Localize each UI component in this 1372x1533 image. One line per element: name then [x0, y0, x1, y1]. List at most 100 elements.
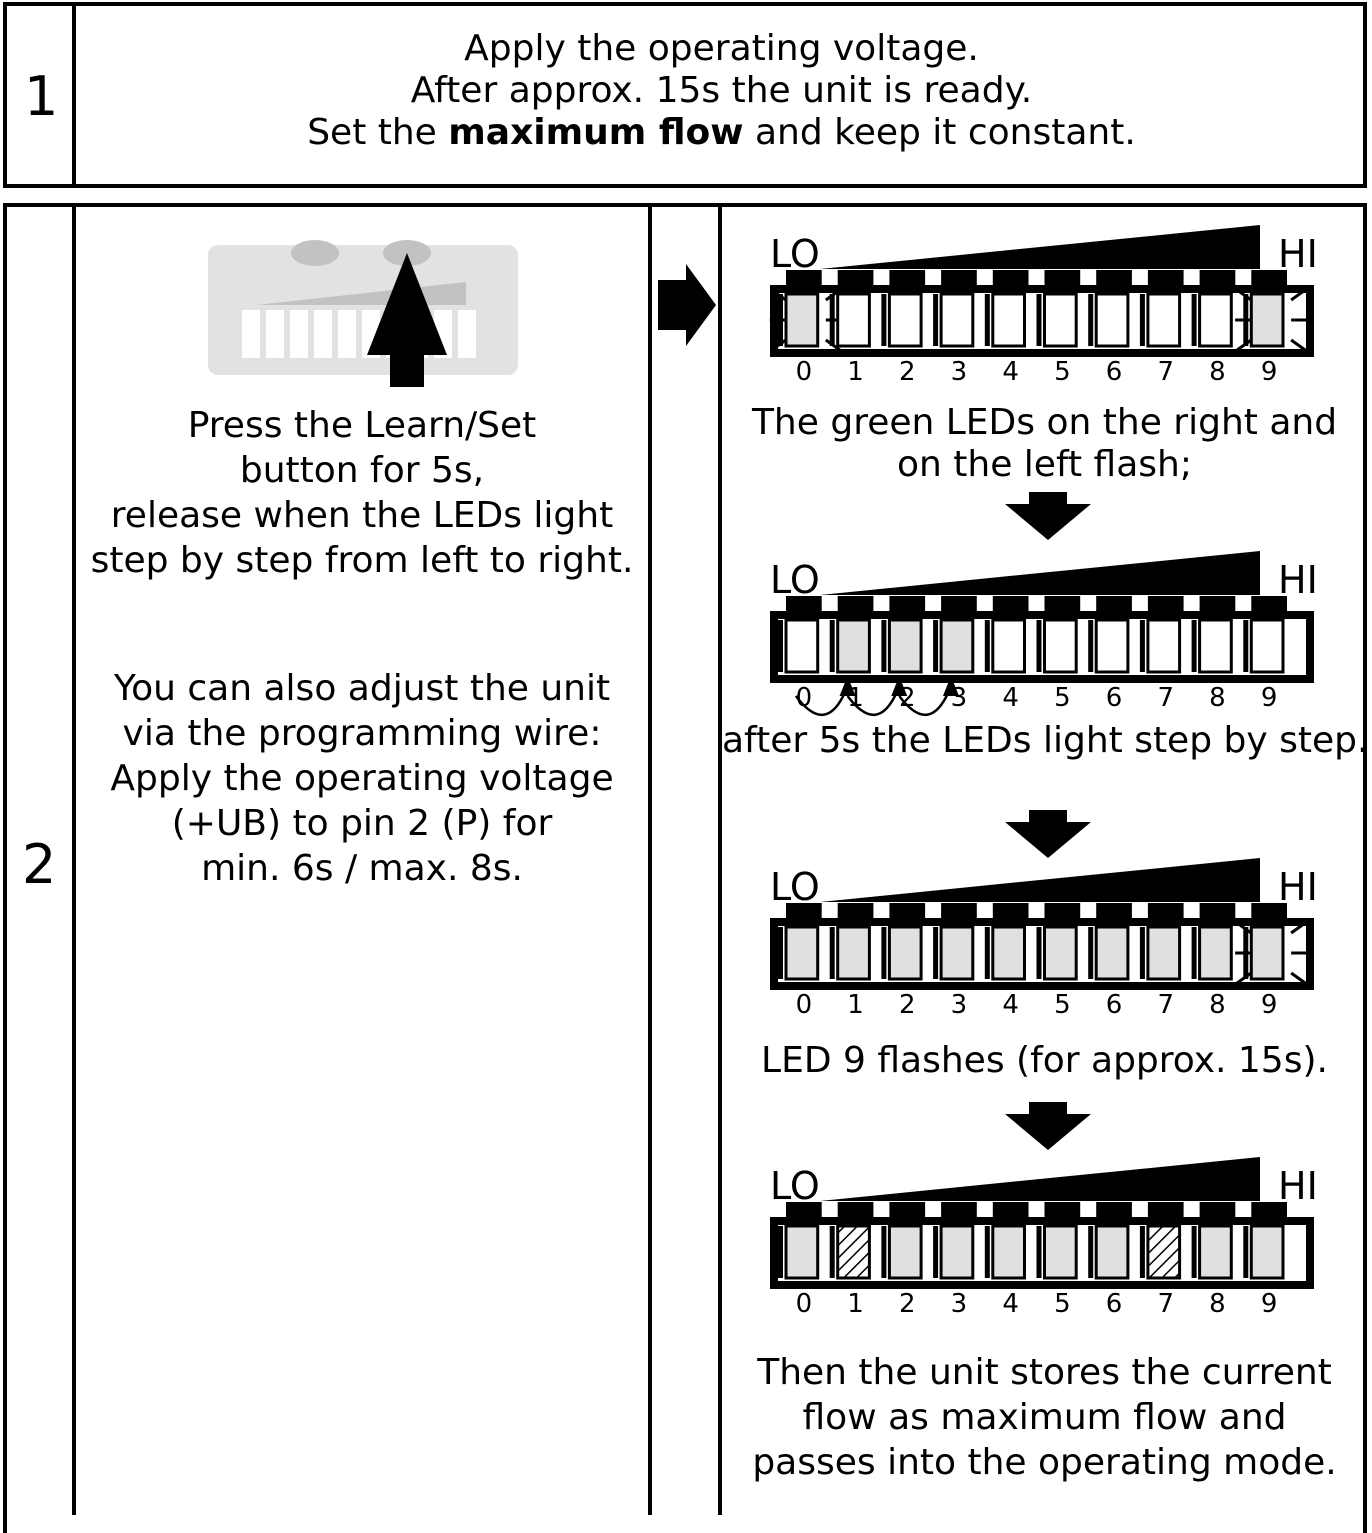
step1-box — [3, 2, 1367, 188]
led-number: 9 — [1261, 357, 1278, 385]
led-segment — [1198, 1224, 1233, 1280]
led-cap — [889, 1202, 926, 1224]
led-cap — [941, 270, 977, 292]
step1-line1: Apply the operating voltage. — [464, 28, 979, 69]
led-cap — [1251, 1202, 1287, 1224]
step1-line3-post: and keep it constant. — [743, 112, 1136, 153]
led-cap — [1199, 1202, 1236, 1224]
led-segment — [1094, 925, 1130, 981]
led-divider — [881, 927, 887, 979]
led-divider — [984, 1226, 990, 1278]
wire-line-2: via the programming wire: — [122, 713, 602, 754]
led-number: 3 — [951, 990, 968, 1020]
press-arrow-icon — [367, 253, 447, 387]
led-segment — [1043, 292, 1078, 348]
led-number: 7 — [1157, 990, 1174, 1020]
lo-label: LO — [770, 558, 820, 602]
led-divider — [829, 1226, 835, 1278]
range-ramp — [820, 225, 1260, 269]
panel4-caption-line-1: Then the unit stores the current — [757, 1352, 1332, 1393]
led-cap — [992, 270, 1029, 292]
led-number: 2 — [899, 357, 916, 385]
led-cap — [1096, 1202, 1132, 1224]
led-cap — [837, 903, 874, 925]
led-number: 0 — [796, 1289, 813, 1319]
led-divider — [1088, 294, 1094, 346]
wire-line-1: You can also adjust the unit — [113, 668, 611, 709]
led-number: 1 — [847, 990, 864, 1020]
led-divider — [933, 927, 939, 979]
led-number: 4 — [1002, 683, 1019, 713]
led-divider — [1139, 294, 1145, 346]
led-cap — [837, 270, 874, 292]
right-arrow-icon — [658, 264, 716, 346]
led-segment — [1094, 292, 1130, 348]
led-segment — [939, 618, 975, 674]
led-number: 8 — [1209, 1289, 1226, 1319]
led-cap — [941, 596, 977, 618]
led-segment — [939, 925, 975, 981]
led-cap — [786, 1202, 822, 1224]
led-segment — [1043, 1224, 1078, 1280]
led-segment — [1146, 292, 1182, 348]
led-cap — [1251, 596, 1287, 618]
led-segment — [1146, 925, 1182, 981]
led-segment — [1198, 292, 1233, 348]
led-segment — [887, 618, 923, 674]
led-divider — [1139, 620, 1145, 672]
led-divider — [829, 620, 835, 672]
lo-label: LO — [770, 232, 820, 276]
led-cap — [1147, 270, 1184, 292]
down-arrow-icon-3 — [1005, 1102, 1091, 1150]
led-segment — [1094, 618, 1130, 674]
step2-number: 2 — [22, 833, 57, 896]
panel4-caption-line-3: passes into the operating mode. — [752, 1442, 1337, 1483]
led-number: 3 — [951, 1289, 968, 1319]
led-number: 0 — [796, 357, 813, 385]
led-divider — [1088, 620, 1094, 672]
led-divider — [1036, 927, 1042, 979]
led-divider — [933, 294, 939, 346]
panel4-caption-line-2: flow as maximum flow and — [802, 1397, 1287, 1438]
step-arrows-icon — [794, 676, 959, 716]
led-number: 5 — [1054, 357, 1071, 385]
led-divider — [984, 620, 990, 672]
led-cap — [786, 903, 822, 925]
led-divider — [1088, 1226, 1094, 1278]
led-divider — [1036, 294, 1042, 346]
led-segment — [1249, 925, 1285, 981]
led-segment — [784, 292, 820, 348]
led-divider — [984, 927, 990, 979]
step2-box — [3, 203, 1367, 1533]
led-divider — [829, 294, 835, 346]
led-cap — [1147, 903, 1184, 925]
led-cap — [1096, 903, 1132, 925]
led-divider — [1088, 927, 1094, 979]
range-ramp — [820, 1157, 1260, 1201]
led-segment — [887, 925, 923, 981]
step1-text: Apply the operating voltage. After appro… — [76, 28, 1367, 154]
press-line-2: button for 5s, — [239, 450, 485, 491]
led-cap — [1199, 270, 1236, 292]
led-segment — [1043, 925, 1078, 981]
step1-number: 1 — [24, 65, 59, 128]
device-button-left — [291, 240, 339, 266]
led-cap — [1044, 1202, 1081, 1224]
press-line-1: Press the Learn/Set — [187, 405, 537, 446]
step2-divider-mid — [648, 203, 652, 1515]
press-line-3: release when the LEDs light — [110, 495, 614, 536]
panel4-caption: Then the unit stores the current flow as… — [722, 1350, 1367, 1485]
led-number: 7 — [1157, 357, 1174, 385]
wire-line-4: (+UB) to pin 2 (P) for — [171, 803, 553, 844]
led-divider — [1191, 294, 1197, 346]
led-segment — [1094, 1224, 1130, 1280]
led-divider — [1191, 927, 1197, 979]
led-segment — [939, 292, 975, 348]
led-number: 2 — [899, 990, 916, 1020]
led-segment — [939, 1224, 975, 1280]
led-divider — [984, 294, 990, 346]
led-number: 8 — [1209, 683, 1226, 713]
